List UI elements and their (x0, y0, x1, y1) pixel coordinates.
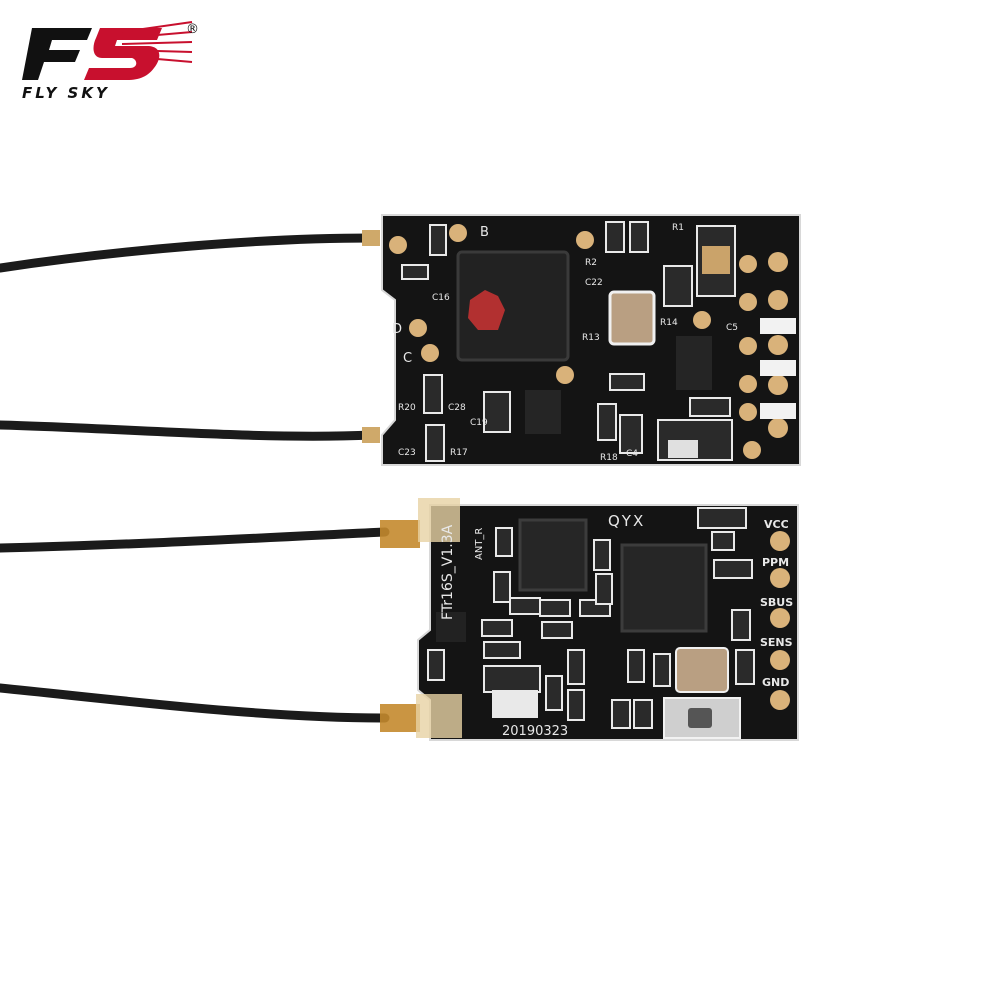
silk-label-r13: R13 (582, 333, 600, 343)
silk-label-c: C (403, 351, 412, 366)
antenna-connector-lower (380, 694, 462, 738)
silk-label-r18: R18 (600, 453, 618, 463)
silk-label-r20: R20 (398, 403, 416, 413)
silk-label-c28: C28 (448, 403, 466, 413)
silk-label-c5: C5 (726, 323, 738, 333)
crystal-oscillator (675, 647, 729, 693)
antenna-connector-upper (380, 498, 460, 548)
crystal-oscillator (608, 290, 656, 346)
bind-button-cap (688, 708, 712, 728)
smd-components (427, 507, 755, 729)
cap-gold (702, 246, 730, 274)
date-code: 20190323 (502, 724, 568, 739)
antenna-pad (362, 427, 380, 443)
silk-label-r2: R2 (585, 258, 597, 268)
pin-pads (770, 531, 790, 710)
pin-label-sens: SENS (760, 636, 793, 649)
pin-label-sbus: SBUS (760, 596, 793, 609)
regulator-chip (525, 390, 561, 434)
led (668, 440, 698, 458)
pin-label-gnd: GND (762, 676, 789, 689)
silk-label-c4: C4 (626, 449, 638, 459)
silk-label-r17: R17 (450, 448, 468, 458)
mcu-chip (620, 543, 708, 633)
ant-label: ANT_R (474, 528, 485, 560)
silk-label-d: D (392, 322, 402, 337)
smd-components (401, 221, 736, 462)
antenna-cables (0, 233, 390, 723)
rf-chip (518, 518, 588, 592)
small-chip (436, 612, 466, 642)
antenna-pad (362, 230, 380, 246)
logo-mark-graphic (22, 21, 193, 80)
logo-text: FLY SKY (22, 84, 110, 102)
top-receiver-board: B D C C16 C28 R20 C23 R17 C19 R1 C22 R2 … (362, 214, 801, 466)
transistor-chip (676, 336, 712, 390)
maker-label: QYX (608, 512, 645, 530)
bottom-receiver-board: QYX 20190323 FTr16S_V1.3A ANT_R VCC PPM … (380, 498, 799, 741)
silk-label-r1: R1 (672, 223, 684, 233)
chip-red-marking (468, 290, 505, 330)
pin-label-vcc: VCC (764, 518, 789, 531)
antenna-cable-bottom-lower (0, 683, 390, 723)
led (492, 690, 538, 718)
silk-label-c23: C23 (398, 448, 416, 458)
silk-label-c19: C19 (470, 418, 488, 428)
main-chip (456, 250, 570, 362)
antenna-cable-bottom-upper (0, 527, 390, 553)
solder-pads (389, 224, 788, 459)
flysky-logo (22, 21, 193, 80)
antenna-cable-top-upper (0, 233, 377, 273)
silk-label-b: B (480, 225, 489, 240)
model-label: FTr16S_V1.3A (440, 524, 456, 620)
silk-label-c16: C16 (432, 293, 450, 303)
silk-label-c22: C22 (585, 278, 603, 288)
edge-pads (760, 318, 796, 419)
pin-label-ppm: PPM (762, 556, 789, 569)
silk-label-r14: R14 (660, 318, 678, 328)
registered-mark: ® (186, 22, 199, 37)
antenna-cable-top-lower (0, 420, 377, 441)
